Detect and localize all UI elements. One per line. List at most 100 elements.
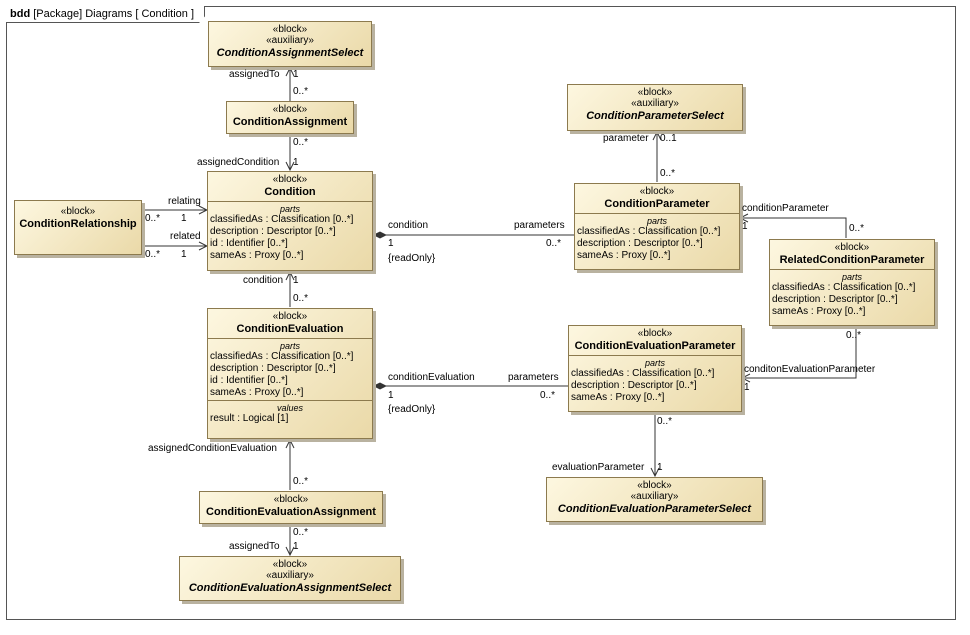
compartment-title: parts (279, 341, 300, 351)
parts-compartment: parts classifiedAs : Classification [0..… (208, 338, 372, 400)
part-line: id : Identifier [0..*] (210, 238, 370, 250)
compartment-title: parts (279, 204, 300, 214)
stereotype-block: «block» (272, 104, 308, 115)
block-condition-assignment[interactable]: «block» ConditionAssignment (226, 101, 354, 134)
part-line: description : Descriptor [0..*] (571, 380, 739, 392)
role-label: assignedConditionEvaluation (148, 443, 277, 454)
diagram-kind: bdd (10, 8, 31, 20)
part-type: : Classification [0..*] (623, 368, 715, 379)
stereotype-auxiliary: «auxiliary» (266, 570, 314, 581)
multiplicity-label: 0..1 (660, 133, 677, 144)
role-label: conditionParameter (742, 203, 829, 214)
role-label: parameters (508, 372, 559, 383)
part-type: : Descriptor [0..*] (258, 226, 336, 237)
value-type: : Logical [1] (234, 413, 289, 424)
part-name: classifiedAs (210, 214, 263, 225)
multiplicity-label: 1 (388, 238, 394, 249)
stereotype-block: «block» (637, 87, 673, 98)
stereotype-block: «block» (60, 206, 96, 217)
multiplicity-label: 1 (742, 221, 748, 232)
part-name: description (571, 380, 620, 391)
stereotype-block: «block» (272, 24, 308, 35)
compartment-title: parts (644, 358, 665, 368)
multiplicity-label: 1 (293, 69, 299, 80)
part-name: classifiedAs (210, 351, 263, 362)
parts-compartment: parts classifiedAs : Classification [0..… (569, 355, 741, 405)
part-name: description (772, 294, 821, 305)
part-type: : Descriptor [0..*] (258, 363, 336, 374)
multiplicity-label: 0..* (293, 527, 309, 538)
stereotype-block: «block» (637, 328, 673, 339)
multiplicity-label: 0..* (660, 168, 676, 179)
compartment-title: parts (841, 272, 862, 282)
part-type: : Identifier [0..*] (217, 375, 288, 386)
block-name: ConditionEvaluationParameterSelect (557, 503, 752, 515)
stereotype-block: «block» (834, 242, 870, 253)
block-condition-evaluation-assignment-select[interactable]: «block» «auxiliary» ConditionEvaluationA… (179, 556, 401, 601)
multiplicity-label: 1 (388, 390, 394, 401)
compartment-title: parts (646, 216, 667, 226)
block-condition[interactable]: «block» Condition parts classifiedAs : C… (207, 171, 373, 271)
part-name: sameAs (210, 387, 247, 398)
part-name: classifiedAs (772, 282, 825, 293)
part-type: : Descriptor [0..*] (820, 294, 898, 305)
part-type: : Classification [0..*] (262, 214, 354, 225)
role-label: condition (243, 275, 284, 286)
block-name: Condition (264, 186, 316, 198)
part-type: : Classification [0..*] (262, 351, 354, 362)
edge-conditon-evaluation-parameter[interactable] (742, 327, 857, 378)
part-name: sameAs (210, 250, 247, 261)
constraint-label: {readOnly} (388, 253, 436, 264)
multiplicity-label: 1 (293, 157, 299, 168)
part-type: : Classification [0..*] (629, 226, 721, 237)
part-line: sameAs : Proxy [0..*] (210, 250, 370, 262)
multiplicity-label: 0..* (657, 416, 673, 427)
multiplicity-label: 1 (181, 249, 187, 260)
edge-condition-parameter[interactable] (740, 218, 847, 238)
stereotype-auxiliary: «auxiliary» (630, 491, 679, 502)
block-condition-relationship[interactable]: «block» ConditionRelationship (14, 200, 142, 255)
block-name: ConditionEvaluation (236, 323, 344, 335)
part-name: classifiedAs (577, 226, 630, 237)
role-label: assignedTo (229, 541, 280, 552)
part-line: sameAs : Proxy [0..*] (772, 306, 932, 318)
block-condition-assignment-select[interactable]: «block» «auxiliary» ConditionAssignmentS… (208, 21, 372, 67)
role-label: conditionEvaluation (388, 372, 475, 383)
multiplicity-label: 0..* (145, 249, 161, 260)
multiplicity-label: 1 (744, 382, 750, 393)
value-line: result : Logical [1] (210, 413, 370, 425)
part-line: classifiedAs : Classification [0..*] (210, 214, 370, 226)
part-line: description : Descriptor [0..*] (772, 294, 932, 306)
parts-compartment: parts classifiedAs : Classification [0..… (770, 269, 934, 319)
diagram-frame-title: bdd [Package] Diagrams [ Condition ] (6, 6, 205, 23)
block-condition-evaluation[interactable]: «block» ConditionEvaluation parts classi… (207, 308, 373, 439)
multiplicity-label: 0..* (293, 137, 309, 148)
parts-compartment: parts classifiedAs : Classification [0..… (575, 213, 739, 263)
role-label: condition (388, 220, 429, 231)
block-condition-parameter-select[interactable]: «block» «auxiliary» ConditionParameterSe… (567, 84, 743, 131)
parts-compartment: parts classifiedAs : Classification [0..… (208, 201, 372, 263)
block-related-condition-parameter[interactable]: «block» RelatedConditionParameter parts … (769, 239, 935, 326)
block-name: ConditionAssignment (232, 116, 348, 128)
block-name: ConditionParameter (604, 198, 710, 210)
part-line: description : Descriptor [0..*] (210, 226, 370, 238)
block-name: ConditionRelationship (19, 218, 137, 230)
multiplicity-label: 1 (657, 462, 663, 473)
part-name: sameAs (772, 306, 809, 317)
stereotype-auxiliary: «auxiliary» (631, 98, 679, 109)
diagram-frame (6, 6, 956, 620)
block-condition-evaluation-parameter[interactable]: «block» ConditionEvaluationParameter par… (568, 325, 742, 412)
part-name: sameAs (577, 250, 614, 261)
role-label: parameters (514, 220, 565, 231)
multiplicity-label: 0..* (293, 476, 309, 487)
multiplicity-label: 0..* (846, 330, 862, 341)
stereotype-block: «block» (639, 186, 675, 197)
block-condition-evaluation-parameter-select[interactable]: «block» «auxiliary» ConditionEvaluationP… (546, 477, 763, 522)
part-line: classifiedAs : Classification [0..*] (210, 351, 370, 363)
multiplicity-label: 0..* (145, 213, 161, 224)
multiplicity-label: 1 (293, 541, 299, 552)
block-condition-evaluation-assignment[interactable]: «block» ConditionEvaluationAssignment (199, 491, 383, 524)
block-condition-parameter[interactable]: «block» ConditionParameter parts classif… (574, 183, 740, 270)
part-name: description (210, 363, 259, 374)
